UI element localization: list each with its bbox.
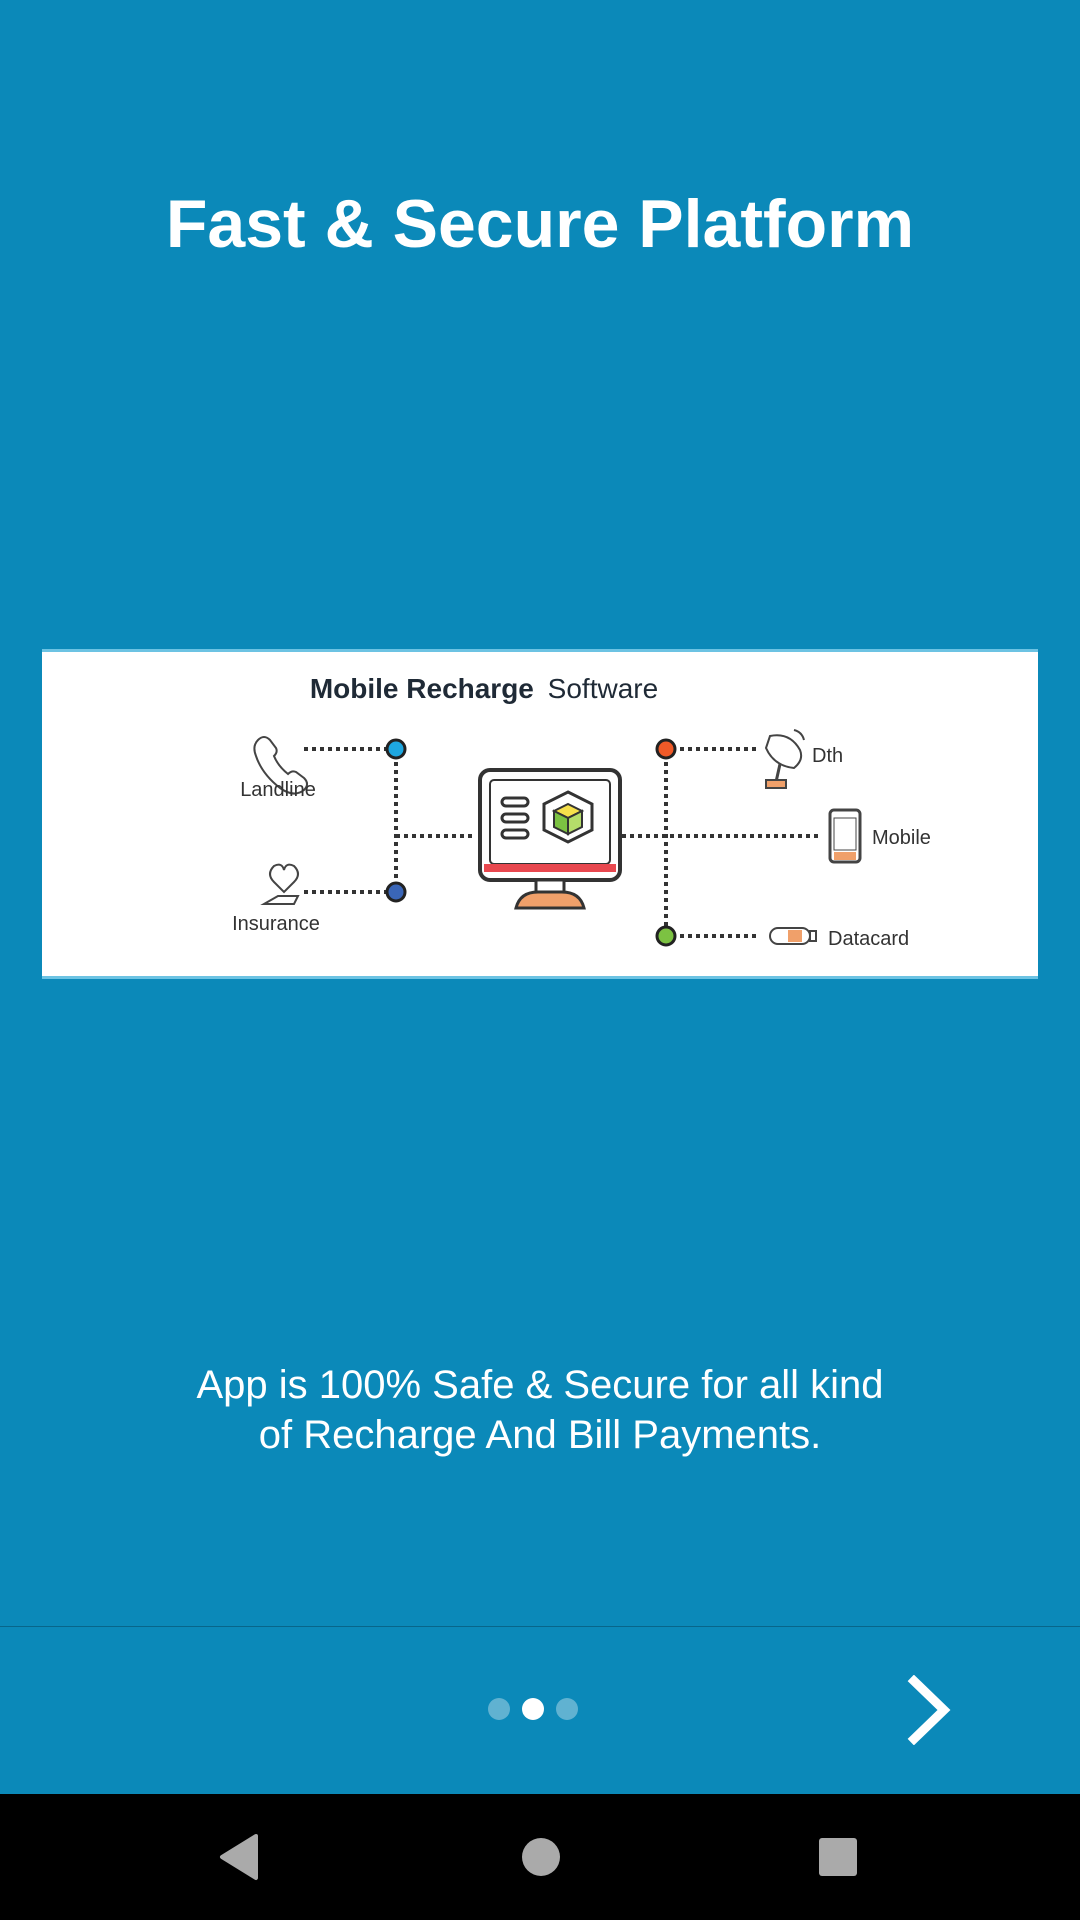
phone-icon: [253, 736, 308, 795]
node-dth: [655, 738, 677, 760]
home-circle-icon: [522, 1838, 560, 1876]
left-connectors: [304, 747, 475, 894]
back-triangle-icon: [220, 1834, 258, 1880]
description-line-2: of Recharge And Bill Payments.: [258, 1413, 822, 1457]
illustration-mobile-recharge-software: Mobile Recharge Software: [42, 649, 1038, 979]
next-button[interactable]: [890, 1670, 970, 1750]
label-datacard: Datacard: [828, 928, 909, 950]
label-mobile: Mobile: [872, 827, 931, 849]
onboarding-description: App is 100% Safe & Secure for all kind o…: [140, 1360, 940, 1460]
diagram-heading: Mobile Recharge Software: [310, 673, 658, 704]
insurance-icon: [260, 863, 300, 905]
label-landline: Landline: [240, 779, 316, 801]
monitor-icon: [478, 768, 622, 910]
node-datacard: [655, 925, 677, 947]
nav-recent-button[interactable]: [805, 1824, 871, 1890]
page-indicator: [488, 1697, 578, 1721]
chevron-right-icon: [907, 1675, 951, 1745]
page-dot-3[interactable]: [556, 1698, 578, 1720]
page-dot-1[interactable]: [488, 1698, 510, 1720]
node-insurance: [385, 881, 407, 903]
diagram-heading-bold: Mobile Recharge: [310, 673, 534, 704]
right-connectors: [622, 747, 820, 938]
label-dth: Dth: [812, 745, 843, 767]
satellite-dish-icon: [764, 729, 805, 789]
diagram-heading-regular: Software: [548, 673, 659, 704]
datacard-icon: [769, 927, 817, 945]
label-insurance: Insurance: [232, 913, 320, 935]
system-navigation-bar: [0, 1794, 1080, 1920]
recent-square-icon: [819, 1838, 857, 1876]
node-landline: [385, 738, 407, 760]
page-title: Fast & Secure Platform: [165, 186, 915, 262]
description-line-1: App is 100% Safe & Secure for all kind: [196, 1363, 884, 1407]
recharge-diagram: Mobile Recharge Software: [232, 673, 931, 950]
footer-divider: [0, 1626, 1080, 1627]
mobile-phone-icon: [828, 808, 862, 864]
page-dot-2-active[interactable]: [522, 1698, 544, 1720]
nav-back-button[interactable]: [206, 1824, 272, 1890]
nav-home-button[interactable]: [508, 1824, 574, 1890]
